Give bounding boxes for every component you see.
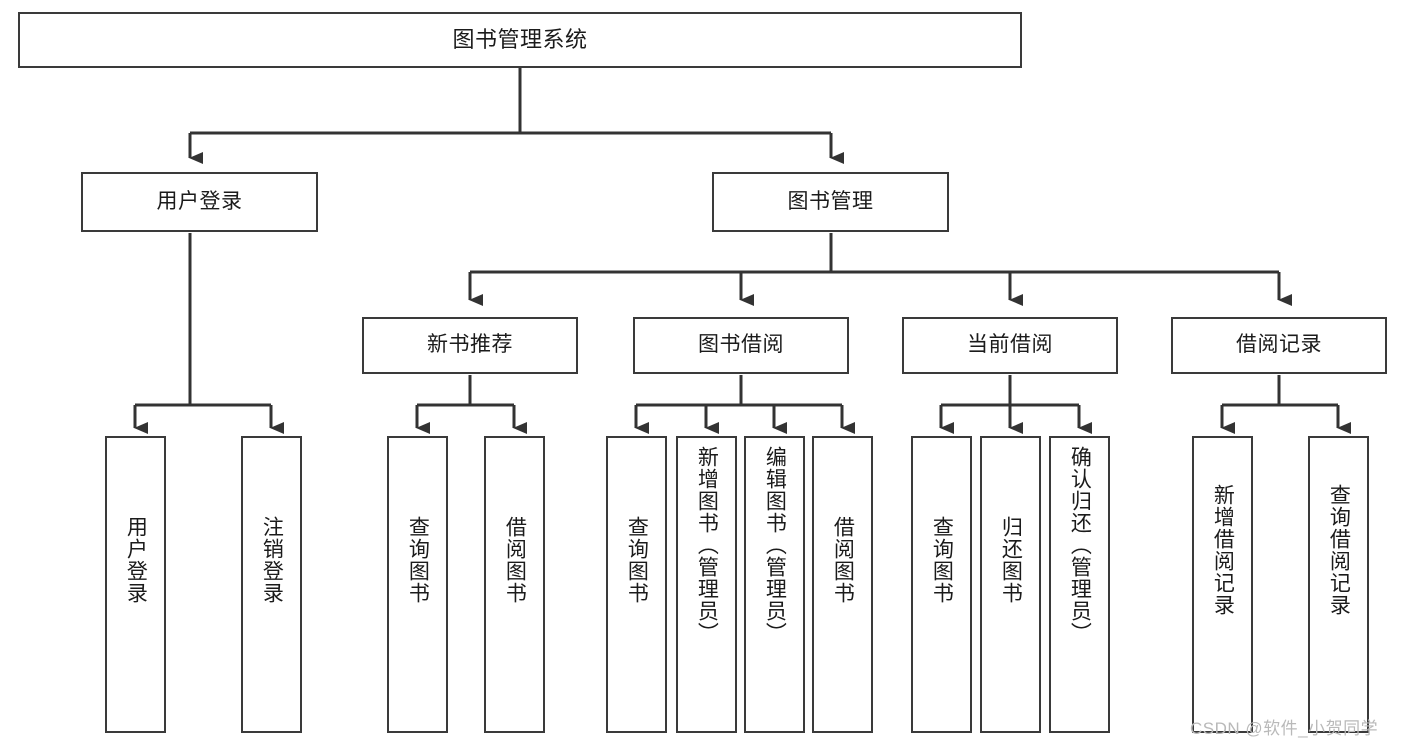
leaf-add-book-admin[interactable]: 新增图书（管理员） — [676, 436, 737, 733]
node-borrow-record[interactable]: 借阅记录 — [1171, 317, 1387, 374]
leaf-label: 用户登录 — [124, 516, 148, 604]
node-root-book-management-system[interactable]: 图书管理系统 — [18, 12, 1022, 68]
leaf-label: 确认归还（管理员） — [1068, 446, 1092, 644]
leaf-label: 查询图书 — [406, 516, 430, 604]
leaf-label: 借阅图书 — [503, 516, 527, 604]
leaf-return-book[interactable]: 归还图书 — [980, 436, 1041, 733]
leaf-borrow-book-recommend[interactable]: 借阅图书 — [484, 436, 545, 733]
node-label: 图书管理系统 — [452, 27, 588, 53]
leaf-user-login[interactable]: 用户登录 — [105, 436, 166, 733]
leaf-edit-book-admin[interactable]: 编辑图书（管理员） — [744, 436, 805, 733]
leaf-label: 借阅图书 — [831, 516, 855, 604]
node-label: 用户登录 — [156, 189, 243, 213]
leaf-add-borrow-record[interactable]: 新增借阅记录 — [1192, 436, 1253, 733]
leaf-borrow-book[interactable]: 借阅图书 — [812, 436, 873, 733]
node-label: 借阅记录 — [1236, 333, 1322, 357]
node-book-management[interactable]: 图书管理 — [712, 172, 949, 232]
leaf-query-book-borrow[interactable]: 查询图书 — [606, 436, 667, 733]
leaf-confirm-return-admin[interactable]: 确认归还（管理员） — [1049, 436, 1110, 733]
leaf-label: 新增图书（管理员） — [695, 446, 719, 644]
leaf-logout[interactable]: 注销登录 — [241, 436, 302, 733]
node-current-borrow[interactable]: 当前借阅 — [902, 317, 1118, 374]
leaf-label: 查询图书 — [930, 516, 954, 604]
node-label: 当前借阅 — [967, 333, 1053, 357]
node-book-borrow[interactable]: 图书借阅 — [633, 317, 849, 374]
leaf-label: 新增借阅记录 — [1211, 484, 1235, 616]
node-label: 新书推荐 — [427, 333, 513, 357]
node-user-login[interactable]: 用户登录 — [81, 172, 318, 232]
leaf-label: 查询借阅记录 — [1327, 484, 1351, 616]
leaf-label: 注销登录 — [260, 516, 284, 604]
node-label: 图书管理 — [787, 189, 874, 213]
leaf-label: 归还图书 — [999, 516, 1023, 604]
node-label: 图书借阅 — [698, 333, 784, 357]
leaf-query-book-recommend[interactable]: 查询图书 — [387, 436, 448, 733]
leaf-query-borrow-record[interactable]: 查询借阅记录 — [1308, 436, 1369, 733]
node-new-book-recommend[interactable]: 新书推荐 — [362, 317, 578, 374]
leaf-label: 查询图书 — [625, 516, 649, 604]
leaf-label: 编辑图书（管理员） — [763, 446, 787, 644]
leaf-query-book-current[interactable]: 查询图书 — [911, 436, 972, 733]
